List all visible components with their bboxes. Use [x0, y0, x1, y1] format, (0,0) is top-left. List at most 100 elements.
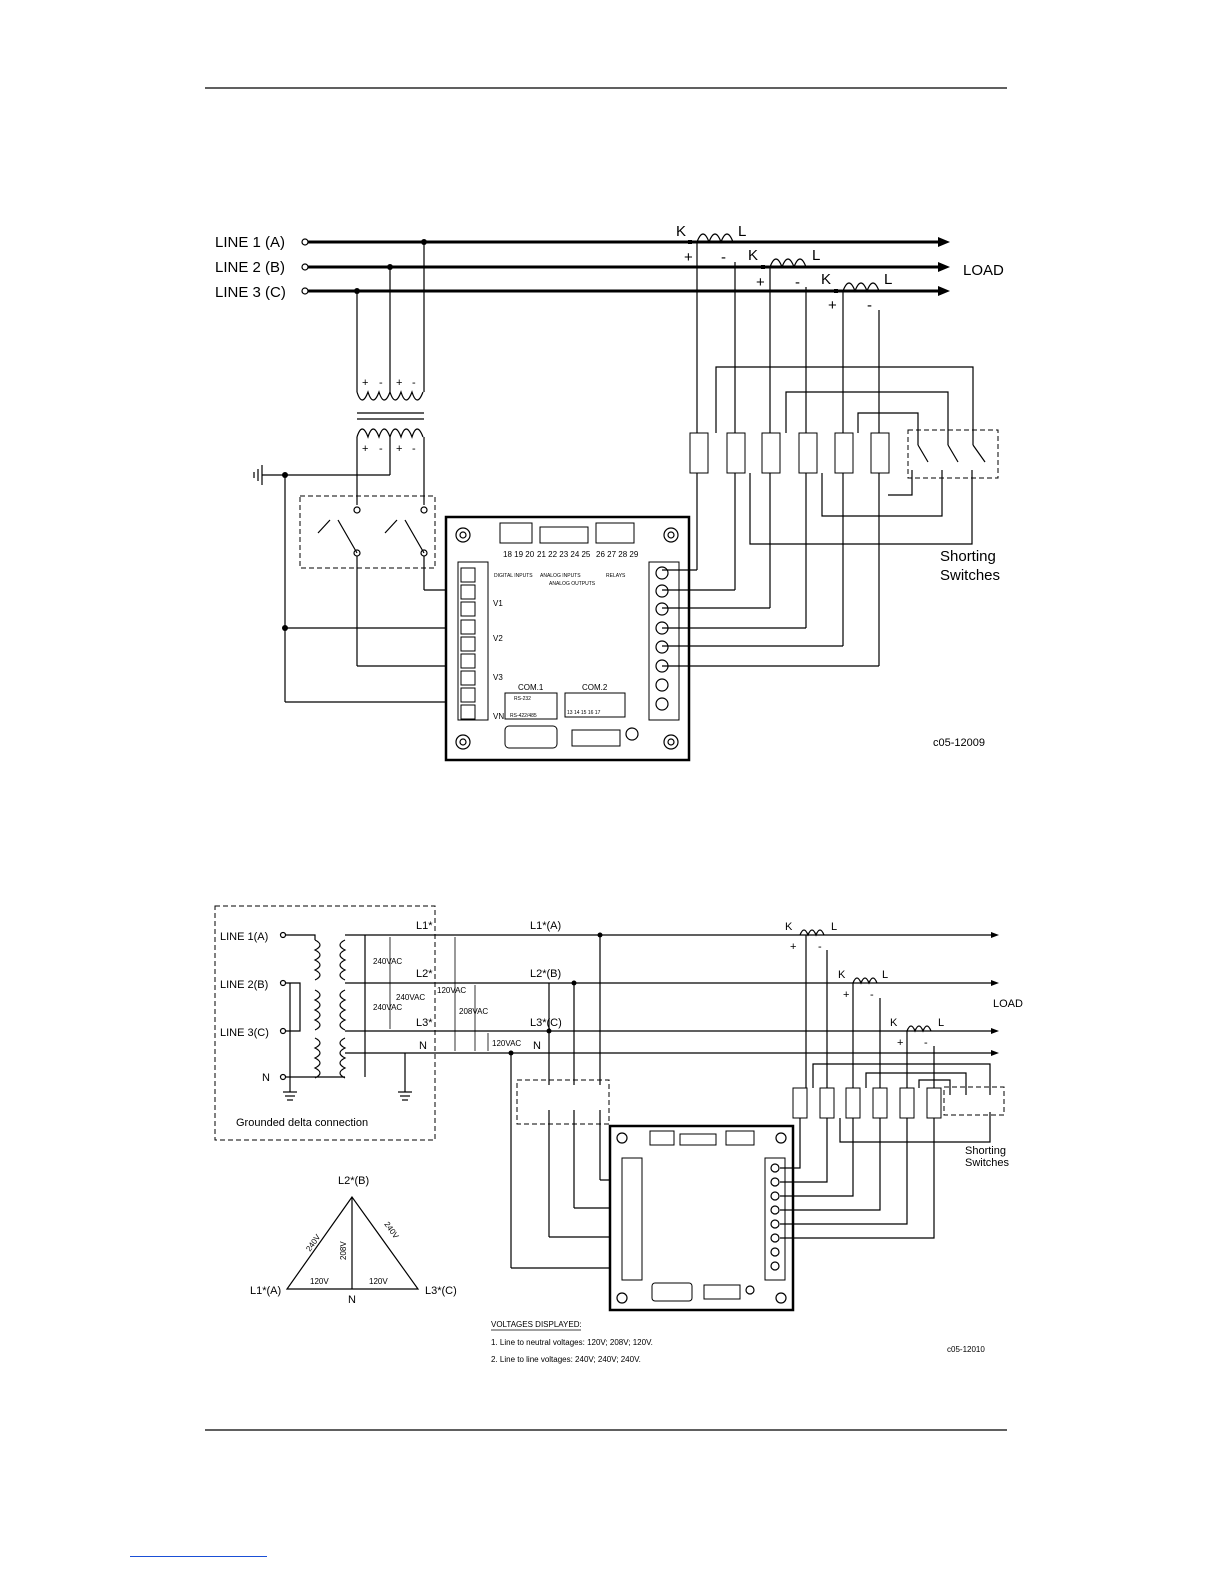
voltage-triangle: L2*(B) L1*(A) L3*(C) 240V 240V 208V 120V…	[250, 1175, 457, 1306]
svg-text:L2*(B): L2*(B)	[338, 1175, 369, 1187]
svg-text:-: -	[818, 941, 822, 953]
svg-text:208V: 208V	[339, 1241, 348, 1260]
wiring-diagram-2: LINE 1(A) LINE 2(B) LINE 3(C) N	[214, 905, 1023, 1364]
v208-label: 208VAC	[459, 1007, 488, 1016]
voltage-switch-box	[299, 495, 436, 569]
n-label-2: N	[262, 1072, 270, 1084]
svg-text:+: +	[684, 249, 693, 266]
shorting-label-2b: Switches	[965, 1157, 1010, 1169]
svg-text:L: L	[812, 247, 820, 264]
footer-link-underline[interactable]	[130, 1556, 267, 1557]
figure-code-2: c05-12010	[947, 1345, 985, 1354]
shorting-switch-box-2	[943, 1086, 1005, 1116]
line3-label-2: LINE 3(C)	[220, 1027, 269, 1039]
shorting-label-1b: Switches	[940, 567, 1000, 584]
svg-text:COM.2: COM.2	[582, 683, 608, 692]
line2-label-2: LINE 2(B)	[220, 979, 268, 991]
svg-text:ANALOG OUTPUTS: ANALOG OUTPUTS	[549, 581, 596, 587]
meter-device-2	[608, 1124, 795, 1312]
voltage-transformers: + - + - + - + -	[356, 377, 424, 455]
svg-text:+: +	[828, 297, 837, 314]
grounded-delta-label: Grounded delta connection	[236, 1117, 368, 1129]
v120-label-b: 120VAC	[492, 1039, 521, 1048]
arrow-line1	[938, 237, 950, 247]
line2-label: LINE 2 (B)	[215, 259, 285, 276]
svg-text:K: K	[821, 271, 831, 288]
svg-text:13 14 15 16 17: 13 14 15 16 17	[567, 710, 601, 716]
svg-text:ANALOG INPUTS: ANALOG INPUTS	[540, 573, 581, 579]
svg-text:-: -	[867, 297, 872, 314]
svg-text:26 27 28 29: 26 27 28 29	[596, 550, 639, 559]
line3-label: LINE 3 (C)	[215, 284, 286, 301]
svg-text:-: -	[412, 443, 416, 455]
svg-text:L: L	[831, 921, 837, 933]
svg-text:-: -	[412, 377, 416, 389]
svg-text:V1: V1	[493, 599, 503, 608]
svg-text:K: K	[748, 247, 758, 264]
arrow-line3	[938, 286, 950, 296]
svg-text:RS-422/485: RS-422/485	[510, 713, 537, 719]
svg-text:21 22 23 24 25: 21 22 23 24 25	[537, 550, 591, 559]
shorting-label-2a: Shorting	[965, 1145, 1006, 1157]
svg-text:120V: 120V	[310, 1277, 329, 1286]
ct-terminal-block-2	[792, 1087, 942, 1119]
svg-text:+: +	[843, 989, 849, 1001]
svg-text:-: -	[870, 989, 874, 1001]
ct-coil-1: K L + -	[676, 223, 746, 266]
n-label: N	[533, 1040, 541, 1052]
svg-text:L: L	[938, 1017, 944, 1029]
voltage-switch-box-2	[516, 1079, 610, 1125]
svg-text:-: -	[924, 1037, 928, 1049]
svg-text:DIGITAL INPUTS: DIGITAL INPUTS	[494, 573, 533, 579]
v240-label-c: 240VAC	[373, 1003, 402, 1012]
line1-label: LINE 1 (A)	[215, 234, 285, 251]
svg-text:+: +	[756, 274, 765, 291]
svg-text:+: +	[362, 377, 368, 389]
svg-text:L: L	[882, 969, 888, 981]
l2-label: L2*(B)	[530, 968, 561, 980]
svg-text:V2: V2	[493, 634, 503, 643]
svg-text:L3*(C): L3*(C)	[425, 1285, 457, 1297]
shorting-switch-box-1	[907, 429, 999, 479]
svg-text:K: K	[838, 969, 846, 981]
ground-symbol-1	[253, 465, 263, 485]
svg-text:-: -	[721, 249, 726, 266]
load-label-2: LOAD	[993, 998, 1023, 1010]
ct-coil-2: K L + -	[748, 247, 820, 291]
svg-text:V3: V3	[493, 673, 503, 682]
l2-short-label: L2*	[416, 968, 433, 980]
l3-short-label: L3*	[416, 1017, 433, 1029]
l1-short-label: L1*	[416, 920, 433, 932]
v240-label-b: 240VAC	[396, 993, 425, 1002]
shorting-label-1a: Shorting	[940, 548, 996, 565]
ct-terminal-block-1	[689, 432, 890, 474]
svg-text:L: L	[738, 223, 746, 240]
svg-text:L1*(A): L1*(A)	[250, 1285, 281, 1297]
svg-text:18 19 20: 18 19 20	[503, 550, 535, 559]
arrow-line2	[938, 262, 950, 272]
l1-label: L1*(A)	[530, 920, 561, 932]
v120-label-a: 120VAC	[437, 986, 466, 995]
svg-text:N: N	[348, 1294, 356, 1306]
wiring-diagram-1: LINE 1 (A) LINE 2 (B) LINE 3 (C) LOAD K …	[215, 223, 1004, 762]
svg-text:-: -	[379, 377, 383, 389]
svg-text:RS-232: RS-232	[514, 696, 531, 702]
svg-text:+: +	[396, 443, 402, 455]
svg-text:+: +	[790, 941, 796, 953]
ct-coil-3: K L + -	[821, 271, 892, 314]
voltages-title: VOLTAGES DISPLAYED:	[491, 1320, 582, 1329]
svg-text:COM.1: COM.1	[518, 683, 544, 692]
svg-text:+: +	[362, 443, 368, 455]
v240-label-a: 240VAC	[373, 957, 402, 966]
svg-text:L: L	[884, 271, 892, 288]
svg-text:K: K	[676, 223, 686, 240]
svg-text:VN: VN	[493, 712, 504, 721]
line1-label-2: LINE 1(A)	[220, 931, 268, 943]
svg-text:K: K	[785, 921, 793, 933]
n-short-label: N	[419, 1040, 427, 1052]
svg-text:-: -	[379, 443, 383, 455]
voltage-note-1: 1. Line to neutral voltages: 120V; 208V;…	[491, 1338, 653, 1347]
svg-text:+: +	[396, 377, 402, 389]
voltage-note-2: 2. Line to line voltages: 240V; 240V; 24…	[491, 1355, 641, 1364]
